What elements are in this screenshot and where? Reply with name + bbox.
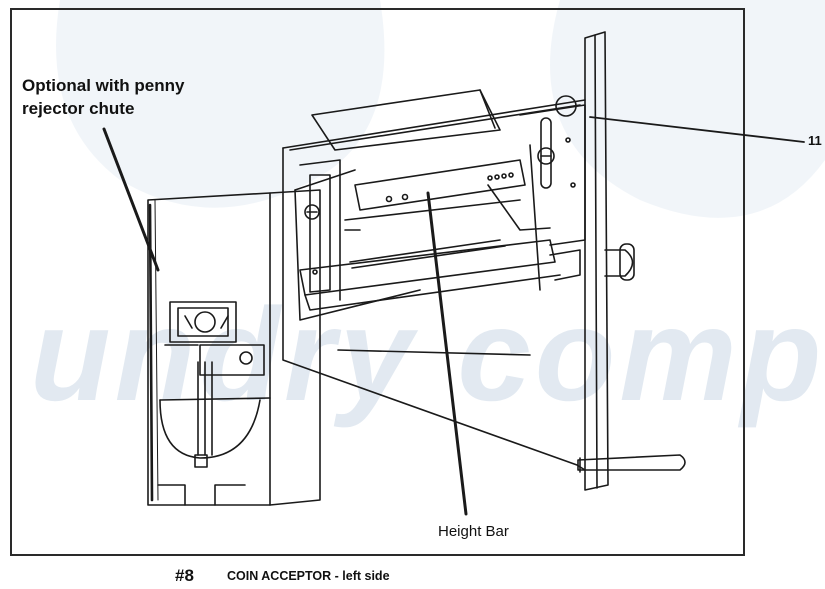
figure-number: #8 bbox=[175, 566, 194, 585]
penny-rejector-chute bbox=[147, 189, 321, 506]
leader-height-bar bbox=[426, 191, 468, 516]
mounting-plate bbox=[577, 31, 686, 491]
callout-part-number: 11 bbox=[808, 133, 822, 148]
callout-height-bar: Height Bar bbox=[438, 523, 509, 540]
acceptor-housing bbox=[282, 89, 586, 471]
leader-part-11 bbox=[589, 116, 805, 143]
callout-optional-line1: Optional with penny bbox=[22, 76, 185, 95]
leader-optional-chute bbox=[102, 127, 160, 272]
figure-caption: COIN ACCEPTOR - left side bbox=[227, 569, 390, 583]
figure-frame bbox=[10, 8, 745, 556]
callout-optional-line2: rejector chute bbox=[22, 99, 135, 118]
